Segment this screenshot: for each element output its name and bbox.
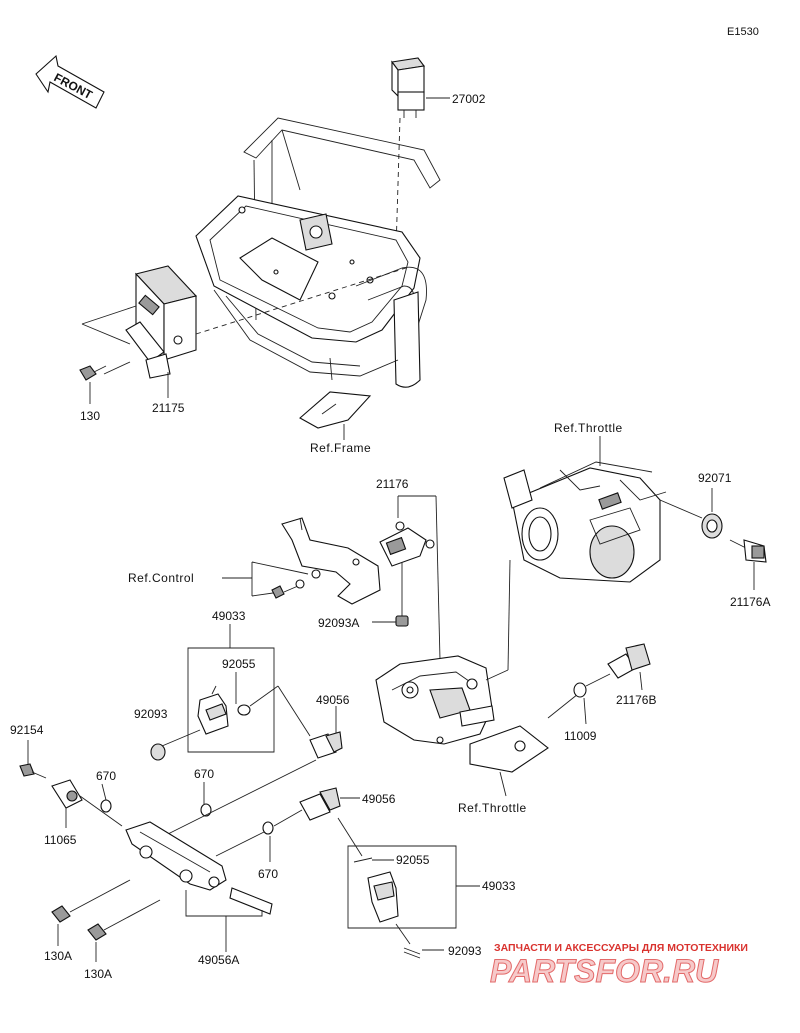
part-49056A-label: 49056A (198, 953, 239, 967)
part-11009-label: 11009 (564, 729, 597, 743)
bolt-130-part (79, 365, 107, 381)
control-bracket-part (281, 517, 381, 605)
screw-92093A-part (395, 615, 409, 627)
part-27002-label: 27002 (452, 92, 486, 106)
seal-92093-left-part (150, 743, 166, 761)
grommet-92071-part (701, 513, 723, 539)
bolt-130A-left-part (51, 905, 71, 923)
oring-92055-bottom-part (353, 857, 373, 863)
seal-92093-bottom-part (403, 947, 421, 959)
bolt-130A-right-part (87, 923, 107, 941)
relay-27002-part (391, 57, 425, 118)
part-92055-top-label: 92055 (222, 657, 256, 671)
injector-49033-bottom-part (367, 871, 399, 923)
part-49056-top-label: 49056 (316, 693, 350, 707)
watermark-tagline: ЗАПЧАСТИ И АКСЕССУАРЫ ДЛЯ МОТОТЕХНИКИ (494, 942, 748, 954)
frame-part (195, 117, 441, 429)
part-21176A-label: 21176A (730, 595, 770, 609)
part-670-a-label: 670 (96, 769, 116, 783)
fuel-rail-49056A-part (125, 821, 273, 915)
part-21176-label: 21176 (376, 477, 409, 491)
part-130A-right-label: 130A (84, 967, 112, 981)
ref-control-label: Ref.Control (128, 571, 194, 585)
ref-frame-label: Ref.Frame (310, 441, 371, 455)
oring-670-b-part (200, 803, 212, 817)
sensor-21176B-part (607, 643, 651, 679)
part-670-b-label: 670 (194, 767, 214, 781)
bolt-92154-part (19, 763, 47, 779)
part-92071-label: 92071 (698, 471, 732, 485)
part-49033-bottom-label: 49033 (482, 879, 516, 893)
part-21175-label: 21175 (152, 401, 185, 415)
part-21176B-label: 21176B (616, 693, 656, 707)
part-92154-label: 92154 (10, 723, 44, 737)
injector-49033-top-part (197, 685, 229, 735)
ref-throttle-top-label: Ref.Throttle (554, 421, 623, 435)
sensor-21176A-part (729, 539, 767, 563)
part-92093A-label: 92093A (318, 616, 359, 630)
oring-92055-top-part (237, 704, 251, 716)
part-49056-mid-label: 49056 (362, 792, 396, 806)
part-130A-left-label: 130A (44, 949, 72, 963)
throttle-body-part (503, 461, 667, 583)
fitting-11065-part (51, 779, 83, 809)
bolt-control-part (271, 579, 305, 599)
connector-49056-top-part (309, 731, 343, 759)
part-92093-bottom-label: 92093 (448, 944, 482, 958)
part-49033-top-label: 49033 (212, 609, 246, 623)
watermark-logo: PARTSFOR.RU (490, 953, 719, 989)
ref-throttle-bottom-label: Ref.Throttle (458, 801, 527, 815)
part-92093-left-label: 92093 (134, 707, 168, 721)
part-11065-label: 11065 (44, 833, 77, 847)
connector-49056-mid-part (299, 787, 341, 821)
front-arrow-icon: FRONT (35, 54, 105, 109)
part-130-label: 130 (80, 409, 100, 423)
diagram-code: E1530 (727, 26, 759, 38)
oring-670-c-part (262, 821, 274, 835)
part-670-c-label: 670 (258, 867, 278, 881)
part-92055-bottom-label: 92055 (396, 853, 430, 867)
oring-670-a-part (100, 799, 112, 813)
oring-11009-part (573, 682, 587, 698)
intake-manifold-part (375, 655, 549, 773)
sensor-21176-part (379, 521, 435, 567)
ecu-21175-part (125, 265, 198, 379)
